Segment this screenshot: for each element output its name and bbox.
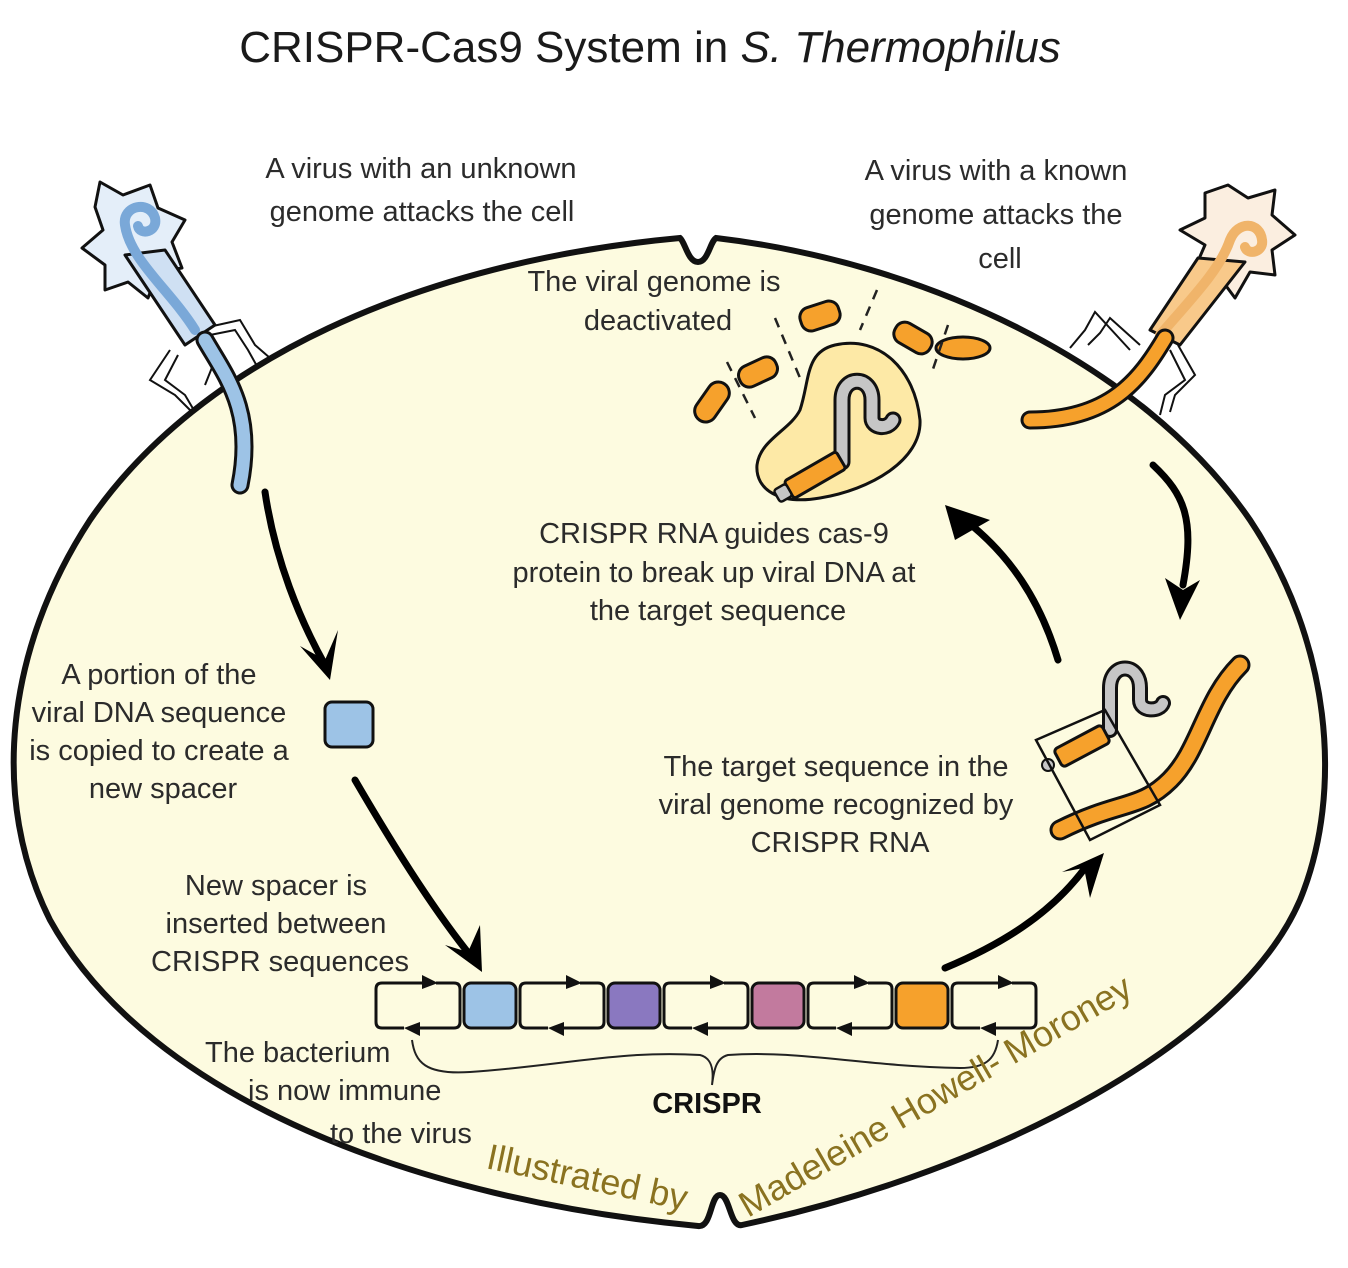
crispr-array	[374, 975, 1038, 1036]
label-target-recognized: The target sequence in the viral genome …	[659, 751, 1022, 859]
crispr-brace	[411, 1039, 999, 1086]
crispr-spacer-blue	[462, 981, 518, 1030]
diagram-title: CRISPR-Cas9 System in S. Thermophilus	[239, 23, 1061, 72]
virus-genome-coil	[1155, 220, 1268, 340]
recognition-complex	[1034, 654, 1251, 842]
known-virus	[1020, 183, 1297, 430]
arrow-left-icon	[836, 1022, 852, 1036]
virus-legs	[1069, 310, 1197, 416]
arrow-to-recognition	[941, 864, 1089, 972]
virus-legs	[148, 318, 271, 413]
label-unknown-virus: A virus with an unknown genome attacks t…	[265, 153, 584, 228]
viral-dna-blue-fill	[198, 333, 251, 492]
cut-marks	[725, 289, 950, 419]
arrow-right-icon	[422, 975, 438, 989]
arrow-to-spacer	[261, 488, 329, 669]
label-crispr-rna-guides: CRISPR RNA guides cas-9 protein to break…	[512, 518, 923, 627]
unknown-virus	[80, 180, 271, 495]
new-spacer	[323, 700, 375, 749]
arrow-to-array	[351, 776, 474, 959]
crispr-spacer-orange	[894, 981, 950, 1030]
label-crispr: CRISPR	[652, 1088, 762, 1120]
arrow-to-cas9	[961, 516, 1062, 664]
label-known-virus: A virus with a known genome attacks the …	[865, 155, 1136, 275]
virus-genome-coil	[119, 201, 200, 335]
arrow-right-icon	[566, 975, 582, 989]
arrow-right-icon	[854, 975, 870, 989]
process-arrows	[261, 461, 1200, 972]
rna-bound-segment	[1053, 724, 1111, 768]
title-prefix: CRISPR-Cas9 System in	[239, 23, 740, 72]
dna-fragments	[693, 299, 992, 424]
bacterial-cell	[10, 234, 1329, 1229]
arrow-known-virus-in	[1149, 461, 1192, 589]
arrow-left-icon	[692, 1022, 708, 1036]
arrow-left-icon	[548, 1022, 564, 1036]
crispr-spacer-pink	[750, 981, 806, 1030]
arrow-left-icon	[404, 1022, 420, 1036]
crispr-repeat	[806, 975, 894, 1036]
recognition-box	[1034, 708, 1162, 842]
label-genome-deactivated: The viral genome is deactivated	[527, 266, 788, 337]
label-portion-copied: A portion of the viral DNA sequence is c…	[29, 659, 297, 805]
crispr-repeat	[950, 975, 1038, 1036]
viral-dna-orange-fill	[1023, 331, 1172, 427]
title-species: S. Thermophilus	[740, 23, 1060, 72]
arrow-right-icon	[710, 975, 726, 989]
crispr-repeat	[662, 975, 750, 1036]
labels: A virus with an unknown genome attacks t…	[29, 153, 1136, 1150]
label-bacterium-immune: The bacterium is now immune to the virus	[205, 1037, 472, 1150]
arrow-right-icon	[998, 975, 1014, 989]
deactivated-genome	[693, 289, 992, 503]
label-spacer-inserted: New spacer is inserted between CRISPR se…	[151, 870, 409, 978]
crispr-repeat	[518, 975, 606, 1036]
crispr-repeat	[374, 975, 462, 1036]
crispr-spacer-purple	[606, 981, 662, 1030]
arrow-left-icon	[980, 1022, 996, 1036]
